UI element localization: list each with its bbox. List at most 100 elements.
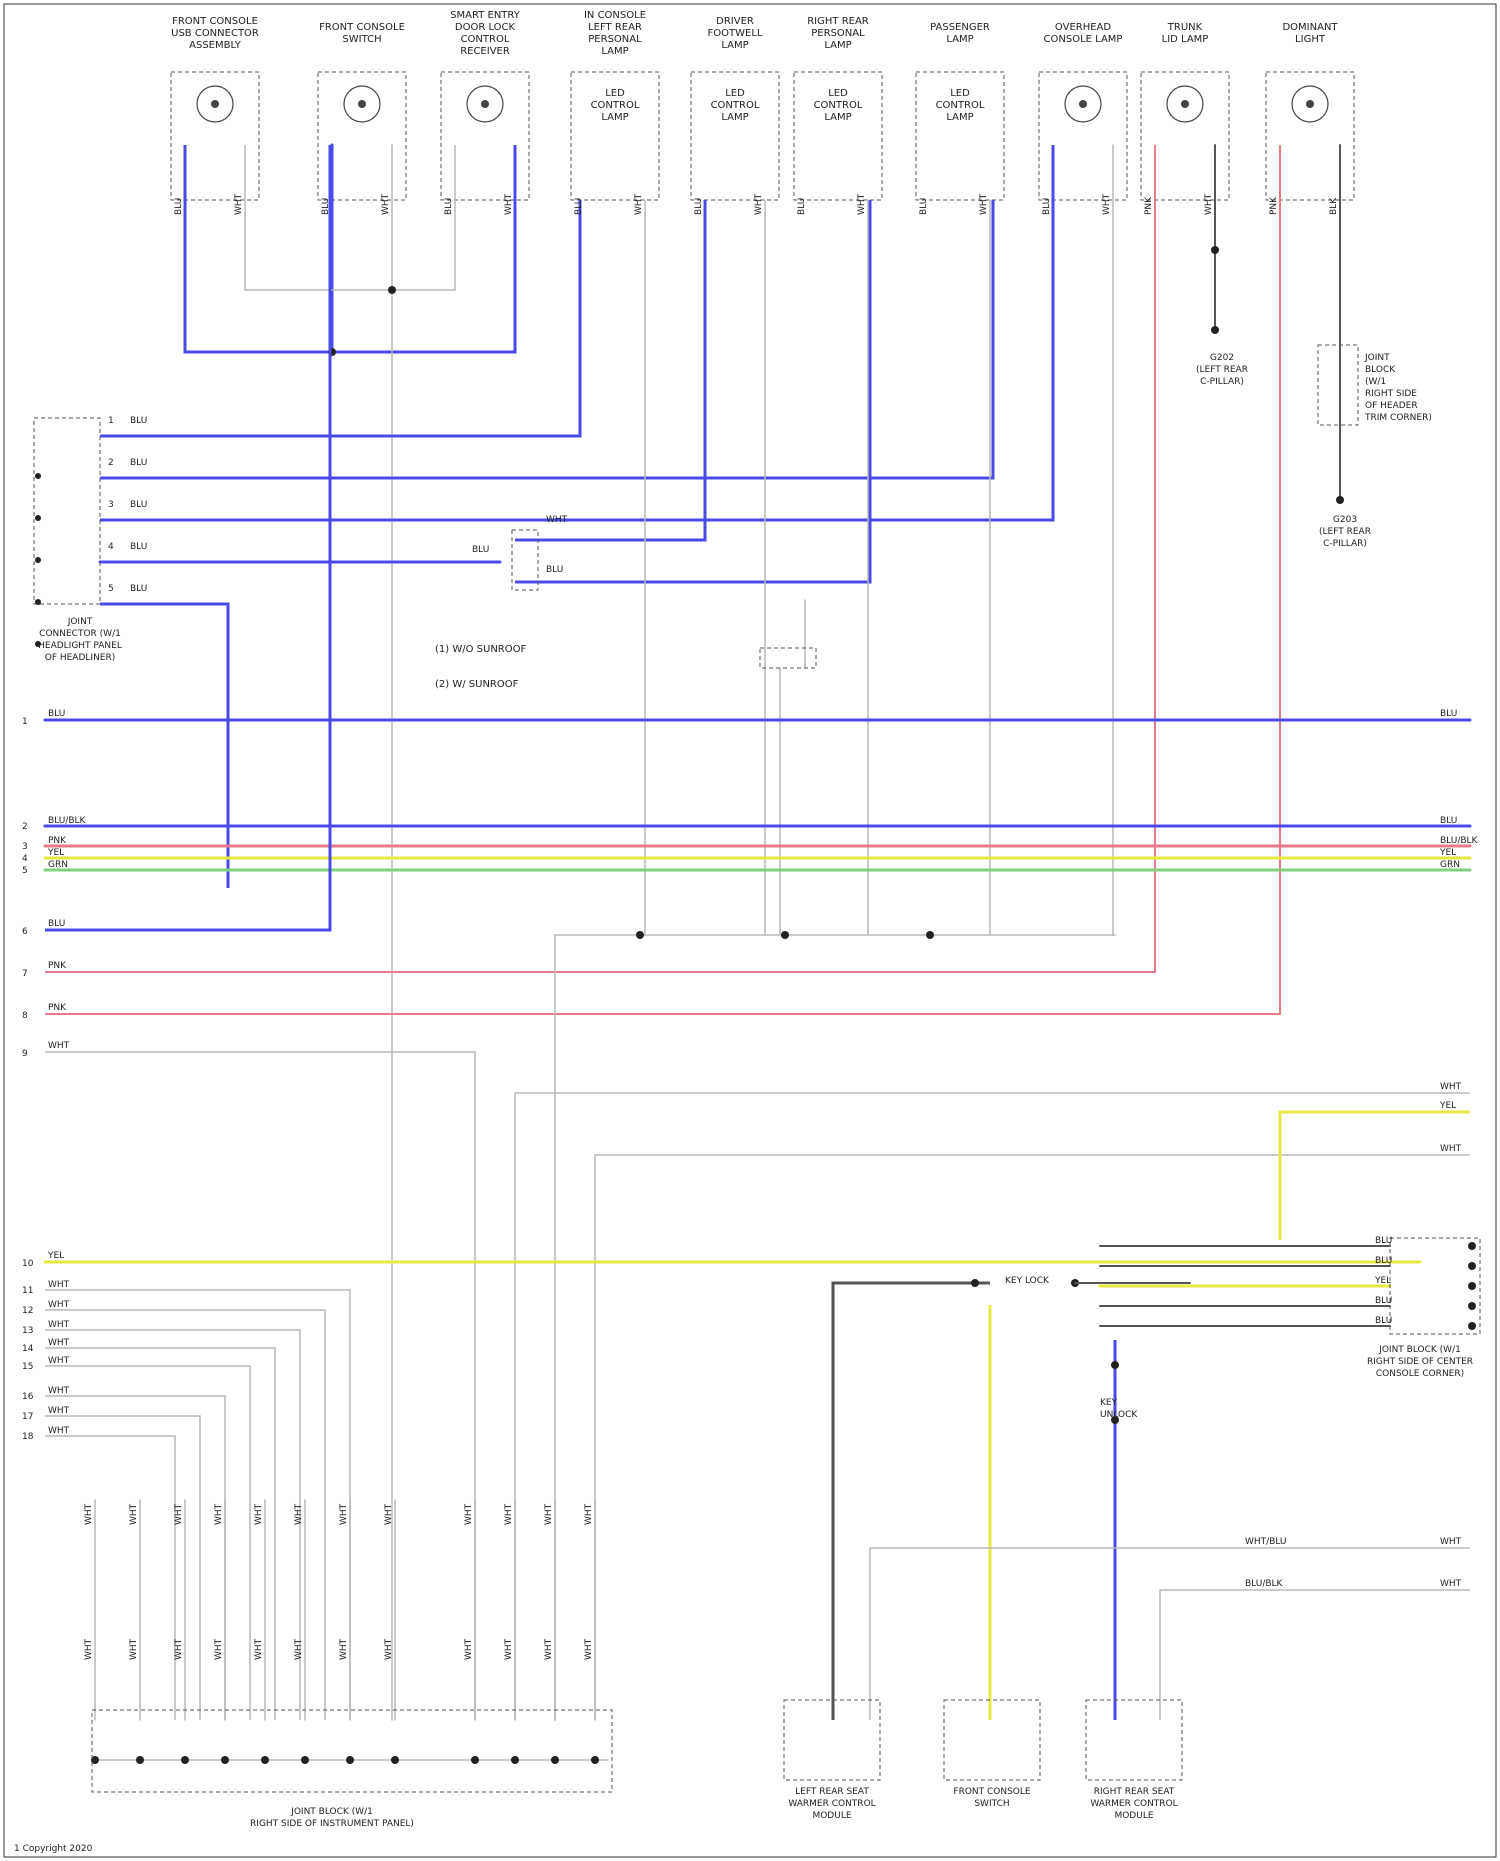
lamp-center-icon [358,100,366,108]
wire-label-top: WHT [504,193,514,215]
left-connector-caption-4: OF HEADLINER) [45,653,116,663]
right-joint-block [1390,1238,1480,1334]
joint-note-1: JOINT [1364,353,1390,363]
ground-g202-2: (LEFT REAR [1196,365,1248,375]
component-title-4: LEFT REAR [588,22,642,33]
key-dot [971,1279,979,1287]
right-joint-caption-2: RIGHT SIDE OF CENTER [1367,1357,1473,1367]
drop-label: WHT [464,1638,474,1660]
wire-label-top: PNK [1269,196,1279,215]
bus-label-right: GRN [1440,860,1460,870]
bus-pin: 5 [22,866,28,876]
bottom-component-title-3: MODULE [1114,1811,1153,1821]
bus-label-left: BLU [48,709,65,719]
lamp-label: CONTROL [711,100,760,111]
wire-label-top: WHT [1102,193,1112,215]
right-joint-caption-1: JOINT BLOCK (W/1 [1378,1345,1461,1355]
blue-wire-1 [100,200,580,436]
right-joint-dot [1468,1302,1476,1310]
component-title-9: LID LAMP [1162,34,1209,45]
left-connector-pin: 2 [108,458,114,468]
wire-label-top: WHT [634,193,644,215]
key-lock-wire [833,1283,990,1720]
left-connector-pin: 4 [108,542,114,552]
bottom-joint-caption-2: RIGHT SIDE OF INSTRUMENT PANEL) [250,1819,414,1829]
right-wire-label: YEL [1439,1101,1456,1111]
component-title-5: DRIVER [716,16,754,27]
labels: BLU WHT BLU WHT BLU WHT BLU WHT BLU WHT BLU WHT BLU W… [22,193,1480,1792]
bus-label-left: PNK [48,961,67,971]
bus-label-left: BLU [48,919,65,929]
joint-note-6: TRIM CORNER) [1364,413,1432,423]
splice-dot [636,931,644,939]
bus-pin: 13 [22,1326,33,1336]
joint-note-2: BLOCK [1365,365,1396,375]
right-joint-label: BLU [1375,1296,1392,1306]
wire-label-top: BLU [444,198,454,215]
pink-wire-trunk [45,145,1155,972]
left-connector-pin-dot [35,557,41,563]
bus-pin: 3 [22,842,28,852]
warmer-label: WHT [1440,1579,1462,1589]
joint-note-3: (W/1 [1365,377,1386,387]
wire-label-top: BLU [797,198,807,215]
component-title-9: TRUNK [1167,22,1203,33]
bus-line-blu-2 [45,145,330,930]
gray-wire-lower-left [45,1436,175,1720]
gray-wire-warmer-2 [1160,1590,1470,1720]
bottom-component-box-3 [1086,1700,1182,1780]
joint-note-5: OF HEADER [1365,401,1418,411]
right-joint-dot [1468,1322,1476,1330]
component-title-5: FOOTWELL [708,28,763,39]
left-connector-wire-label: BLU [130,542,147,552]
ground-joint-box [1318,345,1358,425]
drop-label: WHT [294,1503,304,1525]
lamp-center-icon [481,100,489,108]
left-joint-connector [34,418,100,604]
bottom-component-title-2: FRONT CONSOLE [953,1787,1031,1797]
left-connector-wire-label: BLU [130,416,147,426]
bus-label-right: BLU/BLK [1440,836,1479,846]
component-title-7: LAMP [946,34,973,45]
splice-label: BLU [472,545,489,555]
bus-pin: 6 [22,927,28,937]
lower-left-label: WHT [48,1406,70,1416]
lamp-label: LED [605,88,625,99]
gray-wire-warmer-1 [870,1548,1470,1720]
bus-pin: 2 [22,822,28,832]
drop-label: WHT [294,1638,304,1660]
component-title-6: PERSONAL [811,28,865,39]
bus-pin: 9 [22,1049,28,1059]
warmer-label: BLU/BLK [1245,1579,1284,1589]
right-joint-caption-3: CONSOLE CORNER) [1376,1369,1464,1379]
right-joint-label: BLU [1375,1316,1392,1326]
bus-label-left: BLU/BLK [48,816,87,826]
joint-note-4: RIGHT SIDE [1365,389,1417,399]
lamp-label: LED [725,88,745,99]
splice-label: BLU [546,565,563,575]
splice-dot [1211,246,1219,254]
left-connector-caption-1: JOINT [67,617,93,627]
wire-label-top: BLU [694,198,704,215]
drop-label: WHT [174,1503,184,1525]
joint-dot [181,1756,189,1764]
joint-dot [136,1756,144,1764]
bus-pin: 16 [22,1392,34,1402]
component-title-10: LIGHT [1295,34,1326,45]
ground-g202-3: C-PILLAR) [1200,377,1244,387]
component-title-3: SMART ENTRY [450,10,521,21]
bus-pin: 12 [22,1306,33,1316]
right-wire-label: WHT [1440,1082,1462,1092]
bus-label-left: PNK [48,836,67,846]
right-joint-dot [1468,1262,1476,1270]
bottom-component-title-1: LEFT REAR SEAT [795,1787,869,1797]
lamp-label: LAMP [721,112,748,123]
gray-wire-lower-left [45,1416,200,1720]
drop-label: WHT [129,1638,139,1660]
drop-label: WHT [84,1503,94,1525]
lower-left-label: WHT [48,1300,70,1310]
bus-label-left: WHT [48,1041,70,1051]
component-title-6: RIGHT REAR [807,16,869,27]
drop-label: WHT [504,1503,514,1525]
left-connector-wire-label: BLU [130,584,147,594]
